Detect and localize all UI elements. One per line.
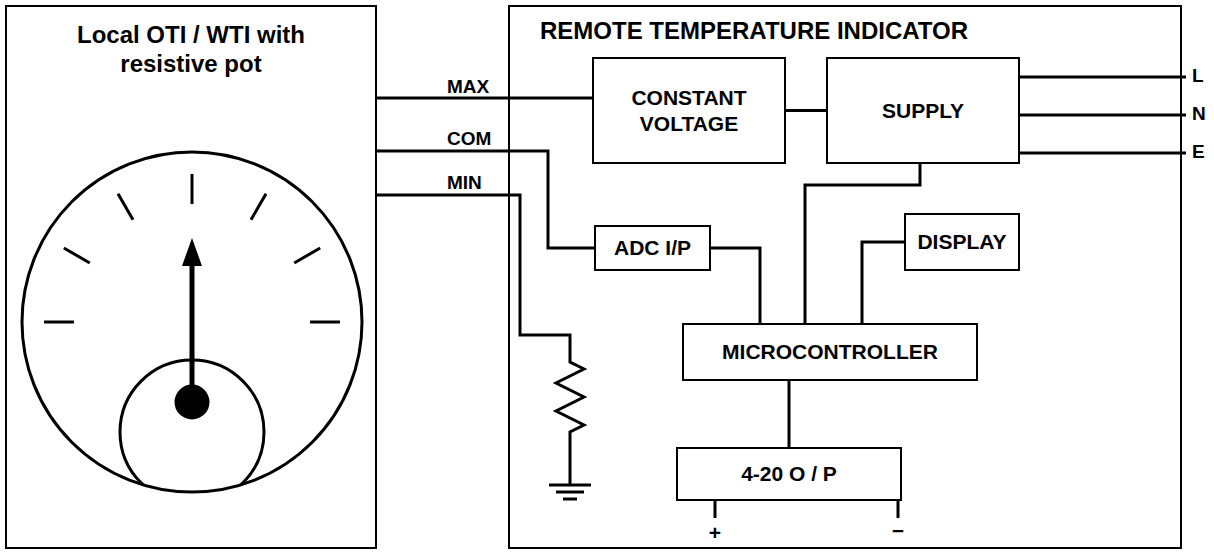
signal-name: MAX <box>447 77 489 98</box>
box-label: DISPLAY <box>917 229 1006 254</box>
dial-tick <box>191 174 194 204</box>
signal-wire <box>377 151 594 248</box>
terminal-polarity: + <box>709 521 721 544</box>
box-label: CONSTANT VOLTAGE <box>604 85 774 135</box>
needle-pivot <box>176 386 208 418</box>
ground-symbol <box>556 491 584 494</box>
supply-wire <box>1020 152 1186 155</box>
signal-wire <box>377 97 592 100</box>
signal-name: MIN <box>447 173 482 194</box>
supply-wire <box>1020 76 1186 79</box>
min-wire <box>377 195 570 355</box>
ground-symbol <box>549 484 591 487</box>
output-terminal <box>897 501 900 518</box>
dial-tick <box>44 321 74 324</box>
box-label: MICROCONTROLLER <box>722 339 938 364</box>
needle-head <box>182 238 202 266</box>
terminal-name: L <box>1192 66 1204 87</box>
supply-wire <box>1020 114 1186 117</box>
gauge-housing: Local OTI / WTI with resistive pot <box>5 5 377 549</box>
terminal-polarity: − <box>892 519 904 542</box>
box-label: SUPPLY <box>882 98 964 123</box>
dial-tick <box>118 194 133 220</box>
signal-wire <box>788 381 791 447</box>
housing-title: REMOTE TEMPERATURE INDICATOR <box>540 17 968 46</box>
process-box: DISPLAY <box>904 213 1020 271</box>
dial-tick <box>64 248 90 263</box>
process-box: CONSTANT VOLTAGE <box>592 57 786 164</box>
box-label: 4-20 O / P <box>741 461 837 486</box>
terminal-name: E <box>1192 142 1205 163</box>
dial-tick <box>310 321 340 324</box>
signal-wire <box>786 109 826 112</box>
signal-name: COM <box>447 129 491 150</box>
process-box: SUPPLY <box>826 57 1020 164</box>
process-box: MICROCONTROLLER <box>682 323 978 381</box>
process-box: 4-20 O / P <box>676 447 902 501</box>
output-terminal <box>714 501 717 518</box>
dial-face <box>22 152 362 492</box>
process-box: ADC I/P <box>594 225 711 271</box>
signal-wire <box>862 242 904 323</box>
indicator-housing: REMOTE TEMPERATURE INDICATOR CONSTANT VOL… <box>508 5 1182 549</box>
dial-needle <box>190 262 195 402</box>
dial-gauge <box>22 152 362 504</box>
signal-wire <box>805 164 920 323</box>
dial-tick <box>251 194 266 220</box>
signal-wire <box>711 248 760 323</box>
terminal-name: N <box>1192 104 1206 125</box>
dial-tick <box>294 248 320 263</box>
ground-symbol <box>563 498 577 501</box>
housing-title: Local OTI / WTI with resistive pot <box>37 21 345 79</box>
box-label: ADC I/P <box>614 235 691 260</box>
resistor-symbol <box>556 355 584 485</box>
